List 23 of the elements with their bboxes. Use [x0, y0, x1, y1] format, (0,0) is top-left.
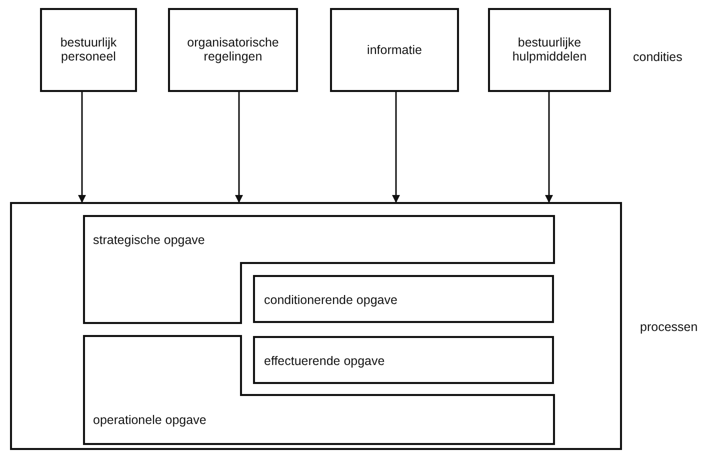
side-label: processen [640, 320, 698, 334]
box-label: strategische opgave [93, 233, 205, 248]
arrow [392, 92, 400, 203]
condition-box [40, 8, 137, 92]
box-label: operationele opgave [93, 413, 206, 428]
box-label: organisatorische regelingen [186, 36, 280, 64]
condition-box [488, 8, 611, 92]
box-label: conditionerende opgave [264, 293, 398, 308]
task-box [253, 275, 554, 323]
task-box [253, 336, 554, 384]
box-label: bestuurlijke hulpmiddelen [511, 36, 588, 64]
box-label: bestuurlijk personeel [59, 36, 118, 64]
arrow [78, 92, 86, 203]
side-label: condities [633, 50, 682, 64]
task-box [84, 336, 554, 444]
box-label: effectuerende opgave [264, 354, 385, 368]
box-label: informatie [366, 42, 423, 58]
condition-box [168, 8, 298, 92]
arrow [545, 92, 553, 203]
condition-box [330, 8, 459, 92]
task-box [84, 216, 554, 323]
arrow [235, 92, 243, 203]
process-frame [10, 202, 622, 450]
